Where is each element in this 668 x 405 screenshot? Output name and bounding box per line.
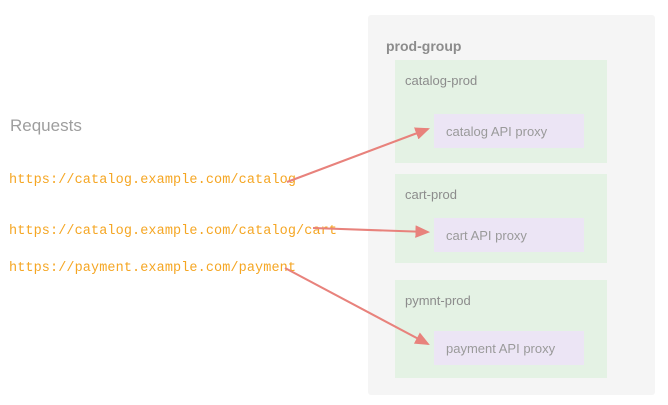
request-url-payment: https://payment.example.com/payment [9,261,297,276]
environment-label-cart-prod: cart-prod [405,187,458,202]
environment-catalog-prod: catalog-prod catalog API proxy [395,60,607,163]
proxy-payment-api: payment API proxy [434,331,584,365]
proxy-cart-api: cart API proxy [434,218,584,252]
environment-pymnt-prod: pymnt-prod payment API proxy [395,280,607,378]
request-url-catalog: https://catalog.example.com/catalog [9,173,297,188]
requests-section: Requests https://catalog.example.com/cat… [9,116,338,276]
requests-heading: Requests [10,116,82,135]
proxy-label-catalog-api: catalog API proxy [446,123,548,139]
request-url-catalog-cart: https://catalog.example.com/catalog/cart [9,224,338,239]
prod-group-panel: prod-group catalog-prod catalog API prox… [368,15,655,395]
prod-group-title: prod-group [386,38,462,54]
proxy-label-payment-api: payment API proxy [446,340,556,356]
proxy-label-cart-api: cart API proxy [446,227,527,243]
environment-label-pymnt-prod: pymnt-prod [405,293,471,308]
environment-label-catalog-prod: catalog-prod [405,73,478,88]
proxy-catalog-api: catalog API proxy [434,114,584,148]
environment-cart-prod: cart-prod cart API proxy [395,174,607,263]
